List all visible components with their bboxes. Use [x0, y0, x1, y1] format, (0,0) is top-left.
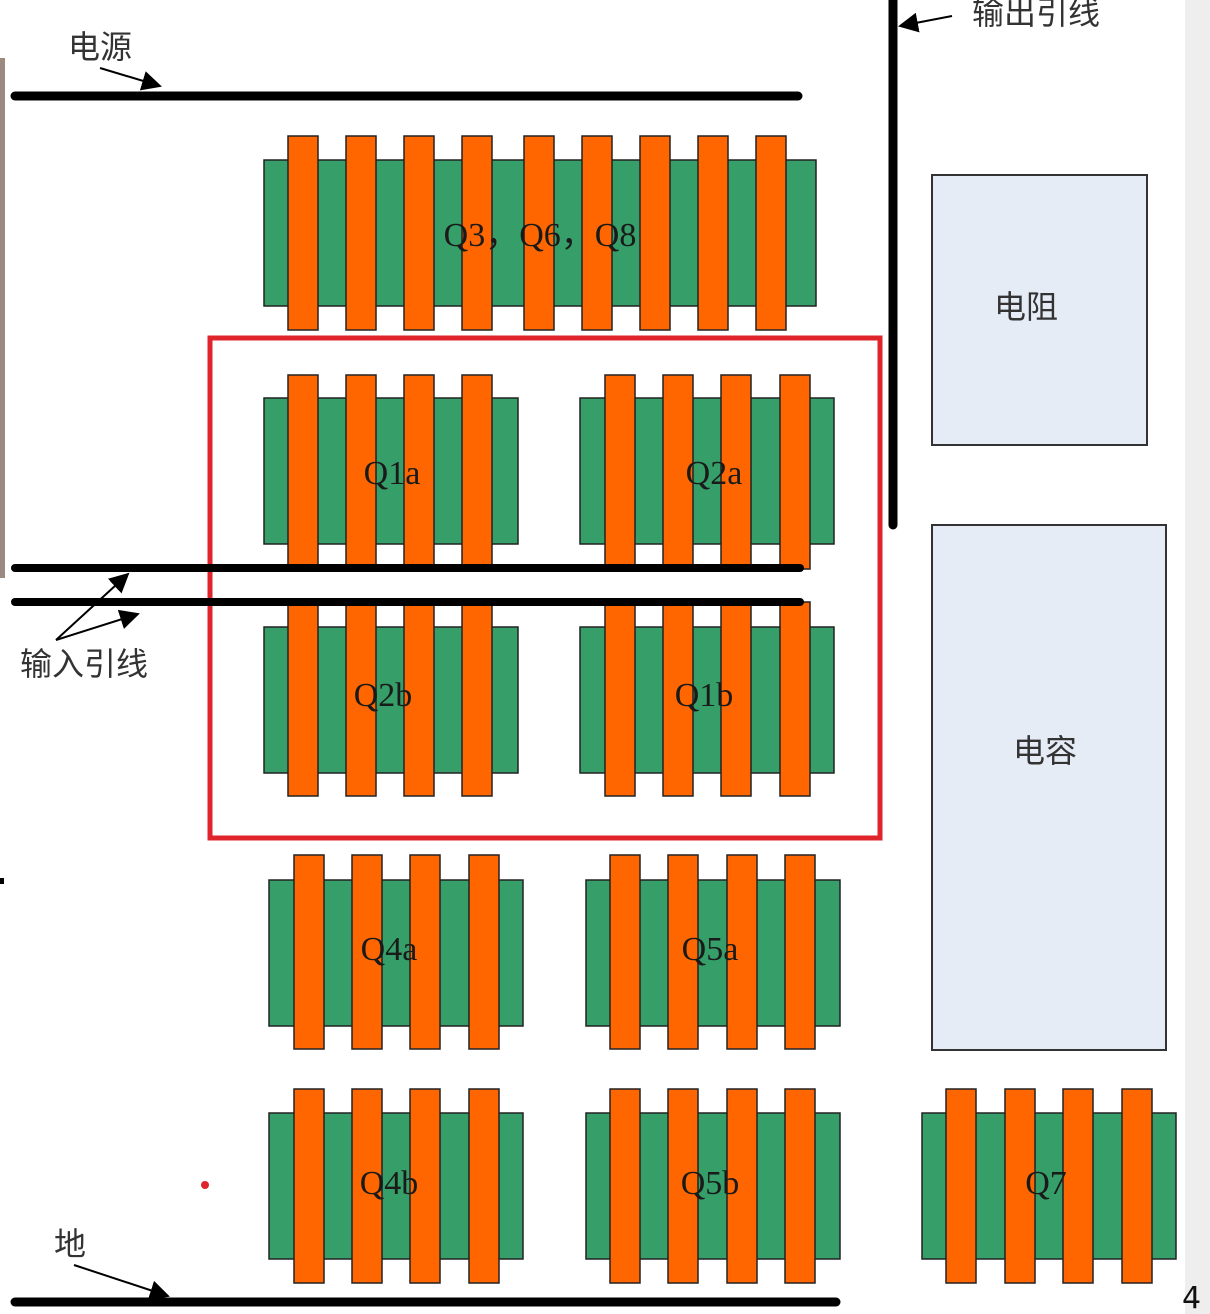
gate-finger — [403, 601, 435, 797]
gate-finger — [1062, 1088, 1094, 1284]
resistor-block — [931, 174, 1148, 446]
gate-finger — [468, 1088, 500, 1284]
gate-finger — [461, 135, 493, 331]
gate-finger — [468, 854, 500, 1050]
transistor-q2b: Q2b — [263, 601, 519, 797]
gate-finger — [461, 374, 493, 570]
transistor-label: Q5a — [682, 931, 739, 968]
transistor-q1b: Q1b — [579, 601, 835, 797]
highlight-box — [207, 335, 883, 841]
gate-finger — [287, 601, 319, 797]
gate-finger — [351, 1088, 383, 1284]
ground-label: 地 — [54, 1225, 86, 1263]
left-edge-bar — [0, 58, 5, 578]
power-label: 电源 — [68, 28, 132, 66]
gate-finger — [287, 374, 319, 570]
output-lead-arrow — [898, 12, 953, 33]
output-lead-label: 输出引线 — [972, 0, 1100, 32]
ground-arrow — [73, 1264, 170, 1300]
gate-finger — [609, 1088, 641, 1284]
gate-finger — [697, 135, 729, 331]
gate-finger — [409, 854, 441, 1050]
capacitor-label: 电容 — [1013, 732, 1077, 770]
gate-finger — [726, 1088, 758, 1284]
power-arrow — [99, 67, 162, 91]
gate-finger — [755, 135, 787, 331]
gate-finger — [779, 374, 811, 570]
gate-finger — [409, 1088, 441, 1284]
gate-finger — [604, 601, 636, 797]
transistor-label: Q4b — [360, 1165, 419, 1202]
transistor-label: Q2b — [354, 677, 413, 714]
gate-finger — [1004, 1088, 1036, 1284]
resistor-label: 电阻 — [994, 288, 1058, 326]
gate-finger — [609, 854, 641, 1050]
transistor-label: Q1a — [364, 455, 421, 492]
gate-finger — [667, 854, 699, 1050]
gate-finger — [293, 854, 325, 1050]
gate-finger — [1121, 1088, 1153, 1284]
transistor-q7: Q7 — [921, 1088, 1177, 1284]
transistor-q5b: Q5b — [585, 1088, 841, 1284]
gate-finger — [726, 854, 758, 1050]
gate-finger — [662, 601, 694, 797]
transistor-label: Q4a — [361, 931, 418, 968]
gate-finger — [784, 1088, 816, 1284]
capacitor-block — [931, 524, 1167, 1051]
gate-finger — [604, 374, 636, 570]
gate-finger — [667, 1088, 699, 1284]
transistor-label: Q5b — [681, 1165, 740, 1202]
transistor-q368: Q3，Q6，Q8 — [263, 135, 817, 331]
left-edge-tick — [0, 878, 4, 884]
gate-finger — [581, 135, 613, 331]
gate-finger — [351, 854, 383, 1050]
gate-finger — [784, 854, 816, 1050]
transistor-q1a: Q1a — [263, 374, 519, 570]
transistor-label: Q2a — [686, 455, 743, 492]
gate-finger — [287, 135, 319, 331]
transistor-q4b: Q4b — [268, 1088, 524, 1284]
gate-finger — [345, 135, 377, 331]
gate-finger — [720, 374, 752, 570]
transistor-q4a: Q4a — [268, 854, 524, 1050]
gate-finger — [345, 601, 377, 797]
gate-finger — [293, 1088, 325, 1284]
gate-finger — [403, 135, 435, 331]
gate-finger — [662, 374, 694, 570]
input-lead-label: 输入引线 — [20, 645, 148, 683]
gate-finger — [461, 601, 493, 797]
gate-finger — [523, 135, 555, 331]
transistor-q2a: Q2a — [579, 374, 835, 570]
gate-finger — [945, 1088, 977, 1284]
input-lead-arrow-1 — [55, 572, 130, 641]
transistor-label: Q1b — [675, 677, 734, 714]
page-number: 4 — [1182, 1281, 1201, 1314]
transistor-label: Q3，Q6，Q8 — [444, 217, 637, 254]
gate-finger — [779, 601, 811, 797]
input-lead-arrow-2 — [55, 609, 140, 641]
gate-finger — [720, 601, 752, 797]
gate-finger — [639, 135, 671, 331]
transistor-label: Q7 — [1025, 1165, 1067, 1202]
red-dot — [201, 1181, 209, 1189]
side-strip — [1185, 0, 1210, 1314]
transistor-q5a: Q5a — [585, 854, 841, 1050]
